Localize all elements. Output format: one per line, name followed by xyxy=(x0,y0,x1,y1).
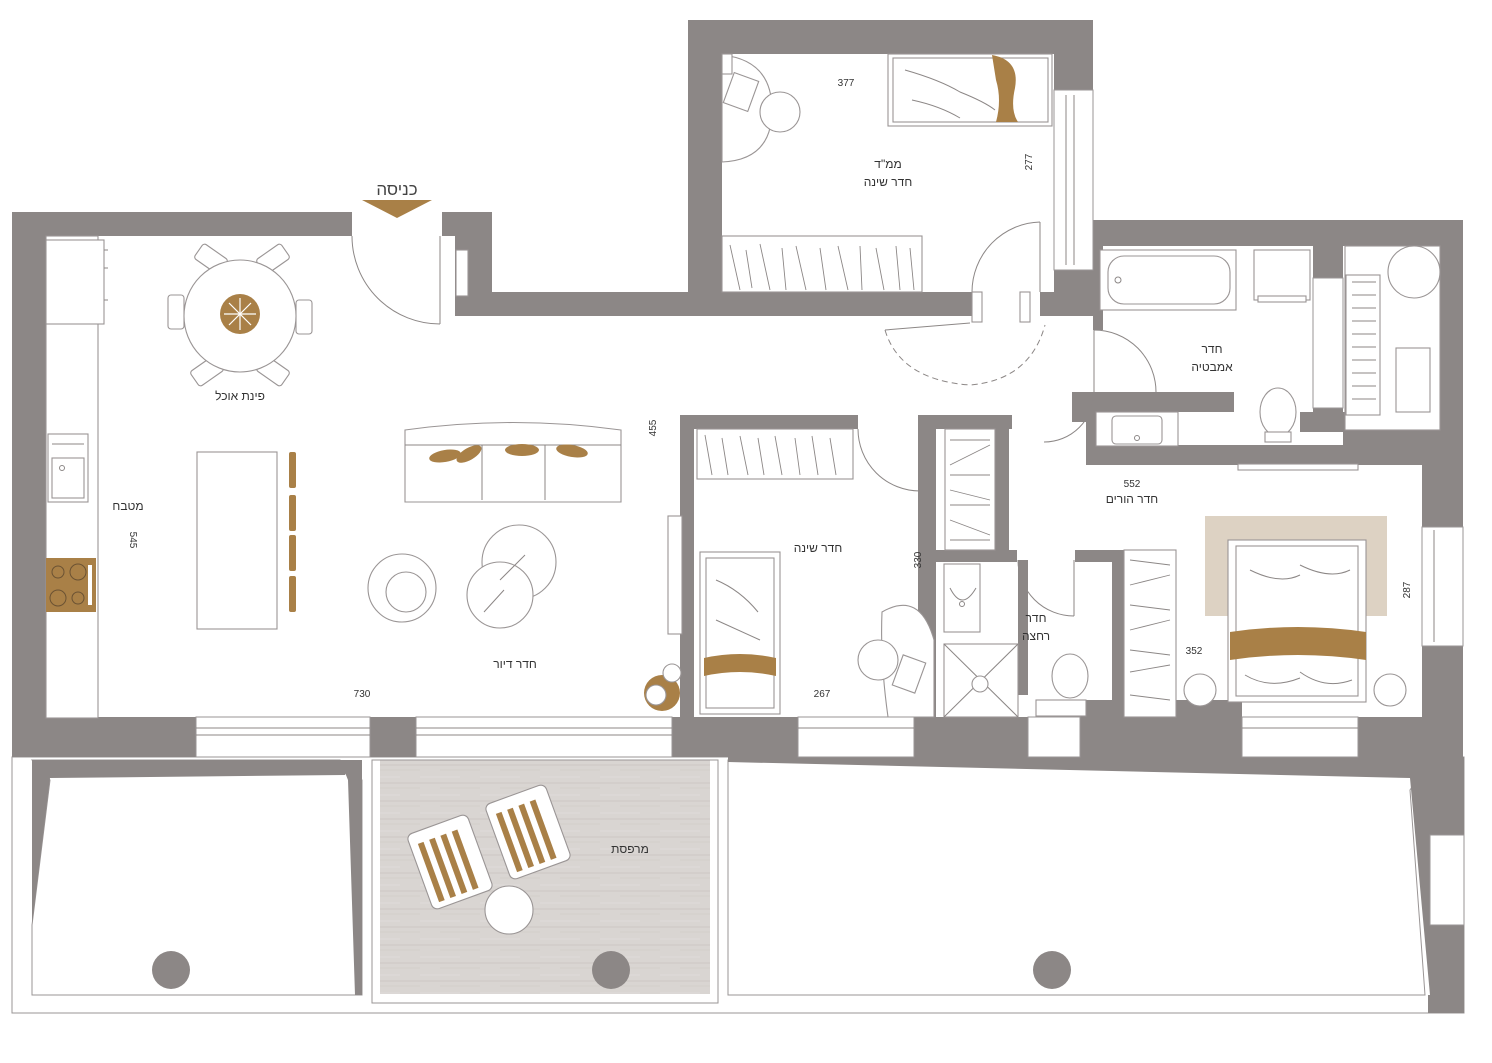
living-room: חדר דיור 730 455 xyxy=(354,419,683,711)
corridor-doors xyxy=(884,322,1157,393)
master-label: חדר הורים xyxy=(1106,492,1158,506)
entrance-label: כניסה xyxy=(376,180,417,199)
shower-label-2: רחצה xyxy=(1022,629,1050,643)
entrance-arrow xyxy=(362,200,432,218)
windows xyxy=(195,89,1464,758)
safe-room-width-dimension: 377 xyxy=(838,78,855,89)
living-label: חדר דיור xyxy=(493,657,537,671)
bedroom: חדר שינה 267 330 xyxy=(696,428,935,718)
master-depth-dimension: 287 xyxy=(1402,581,1413,598)
shower-label-1: חדר xyxy=(1026,611,1047,625)
bedroom-depth-dimension: 330 xyxy=(913,551,924,568)
kitchen-dimension: 545 xyxy=(127,532,138,549)
entrance: כניסה xyxy=(351,180,469,325)
safe-room-depth-dimension: 277 xyxy=(1024,153,1035,170)
bedroom-label: חדר שינה xyxy=(794,541,842,555)
dining-label: פינת אוכל xyxy=(215,389,265,403)
bath-label-1: חדר xyxy=(1202,342,1223,356)
safe-room-label-1: ממ"ד xyxy=(874,157,901,171)
bedroom-width-dimension: 267 xyxy=(814,689,831,700)
living-width-dimension: 730 xyxy=(354,689,371,700)
dining-area: פינת אוכל xyxy=(167,243,313,403)
master-width-dimension: 552 xyxy=(1124,479,1141,490)
master-bedroom: חדר הורים 552 352 287 xyxy=(1106,463,1413,718)
bath-label-2: אמבטיה xyxy=(1191,360,1233,374)
shower-room: חדר רחצה xyxy=(943,428,1089,718)
master-side-dimension: 352 xyxy=(1186,646,1203,657)
safe-room: ממ"ד חדר שינה 377 277 xyxy=(721,53,1053,323)
safe-room-label-2: חדר שינה xyxy=(864,175,912,189)
pillar-right xyxy=(1033,951,1071,989)
living-depth-dimension: 455 xyxy=(648,419,659,436)
pillar-left xyxy=(152,951,190,989)
pillar-center xyxy=(592,951,630,989)
walls xyxy=(12,20,1463,760)
kitchen-label: מטבח xyxy=(112,499,143,513)
bathroom: חדר אמבטיה xyxy=(1043,245,1441,447)
balcony-furniture: מרפסת xyxy=(407,784,649,935)
balcony-area xyxy=(11,756,1465,1014)
balcony-label: מרפסת xyxy=(611,842,649,856)
kitchen: מטבח 545 xyxy=(45,235,296,719)
